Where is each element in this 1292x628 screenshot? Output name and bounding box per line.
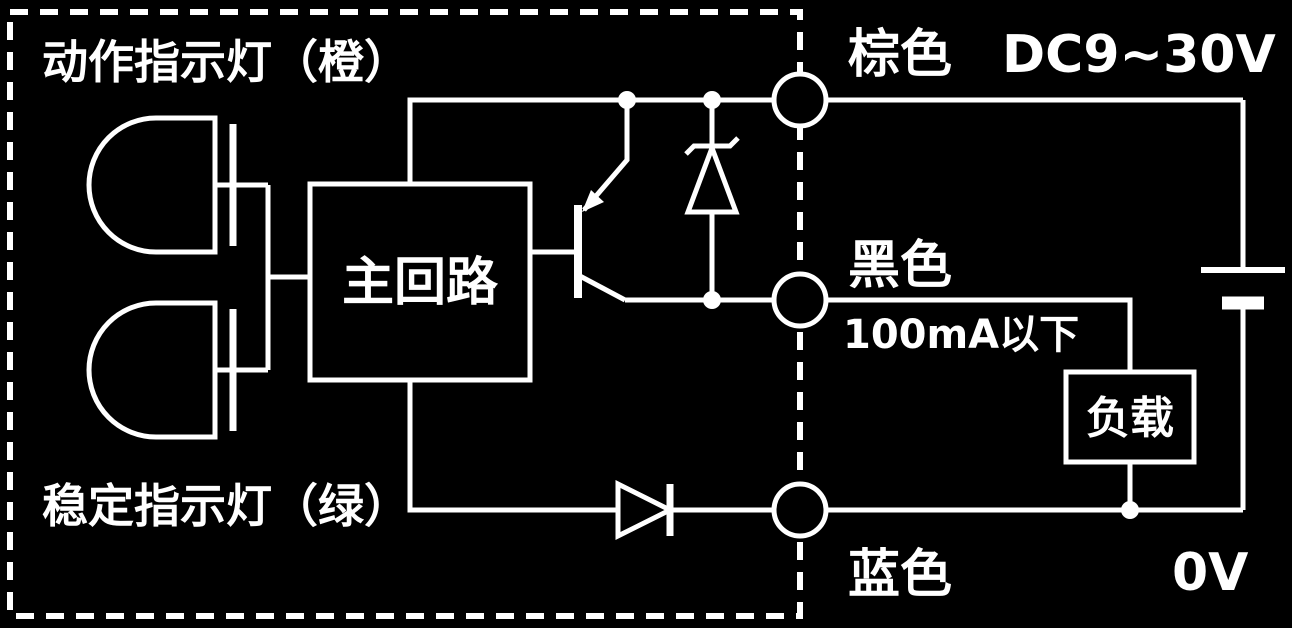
operation-indicator-label: 动作指示灯（橙） [42,35,410,89]
battery-icon [1201,267,1285,310]
led-top-dome [86,115,218,255]
led-indicator-bottom-icon [86,300,237,440]
brown-wire-label: 棕色 [848,25,952,85]
led-indicator-top-icon [86,115,237,255]
transistor-arrow [582,190,604,212]
transistor-emitter [582,100,630,212]
junction-dot-icon [618,91,636,109]
diode-triangle [615,479,676,541]
transistor-collector [576,272,627,303]
blue-wire-label: 蓝色 [848,545,952,605]
pnp-transistor-icon [574,100,630,303]
load-box [1063,369,1197,465]
led-bottom-dome [86,300,218,440]
wire-top-vcc [407,97,774,184]
zero-volt-label: 0V [1172,543,1248,603]
stability-indicator-label: 稳定指示灯（绿） [42,479,410,533]
wire-black-to-load [826,297,1133,372]
black-wire-label: 黑色 [848,236,952,296]
diode-icon [615,479,676,541]
wire-bottom-left [407,380,618,513]
load-label: 负载 [1086,393,1174,444]
zener-diode-icon [684,100,740,300]
supply-voltage-label: DC9~30V [1002,25,1276,85]
junction-dot-icon [703,291,721,309]
junction-dot-icon [1121,501,1139,519]
terminal-circle-black-icon [771,271,829,329]
main-circuit-box [307,181,533,383]
current-limit-label: 100mA以下 [843,312,1079,358]
main-circuit-label: 主回路 [342,253,499,313]
terminal-circle-blue-icon [771,481,829,539]
zener-triangle [684,140,740,215]
circuit-wires [215,97,1246,513]
terminal-circle-brown-icon [771,71,829,129]
junction-dot-icon [703,91,721,109]
